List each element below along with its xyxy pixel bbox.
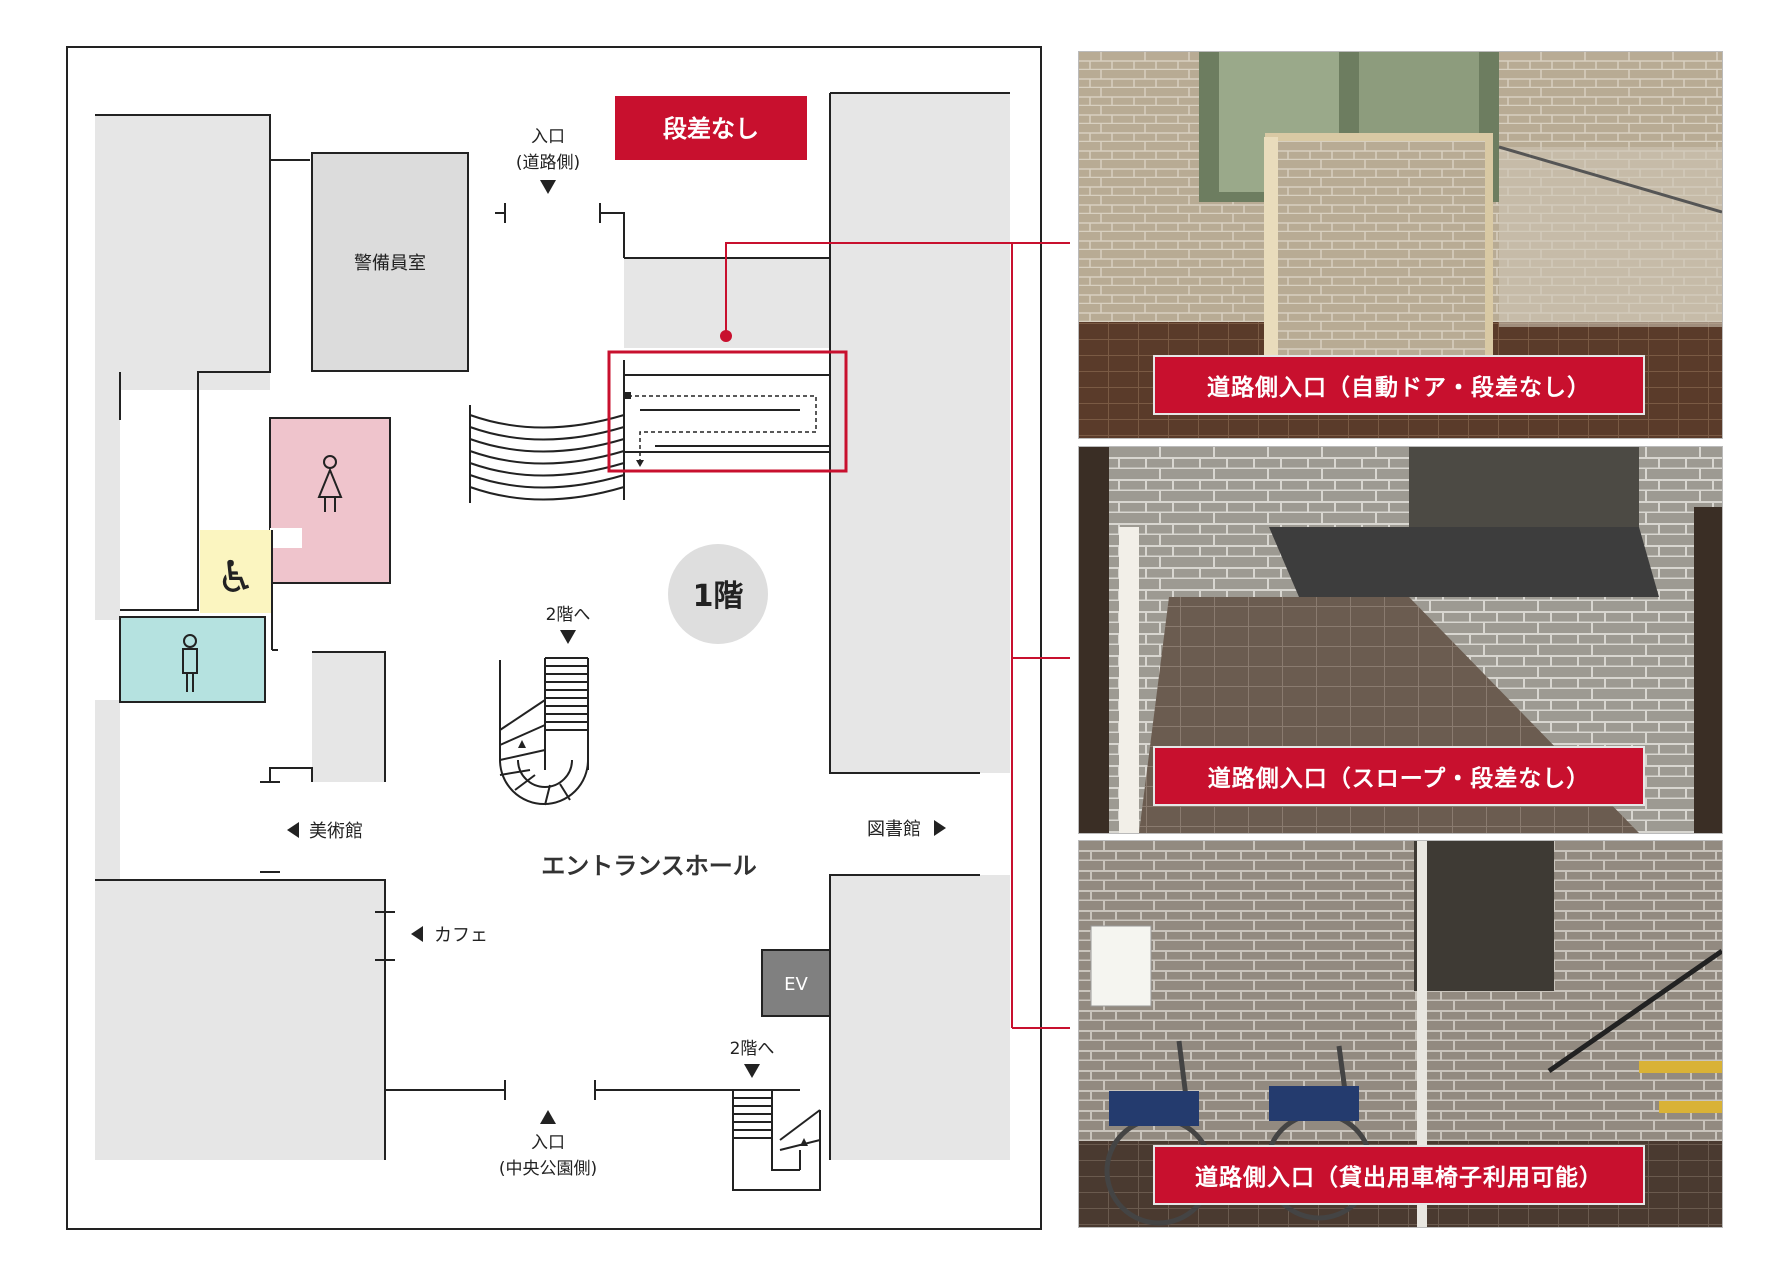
walls: [95, 92, 1010, 1160]
leader-lines: [725, 242, 1070, 1029]
surrounding-areas: [95, 93, 1010, 1160]
male-icon: [182, 634, 198, 692]
photo-1-caption: 道路側入口（自動ドア・段差なし）: [1153, 355, 1645, 415]
floor-label: 1階: [693, 579, 744, 614]
art-museum-label: 美術館: [309, 821, 363, 842]
elevator-label: EV: [784, 974, 808, 995]
floor-circle: [668, 544, 768, 644]
ramp: [624, 374, 831, 453]
entrance-steps: [469, 360, 625, 503]
area-right-lower: [830, 875, 1010, 1160]
step-free-badge-label: 段差なし: [663, 115, 759, 143]
entrance-park-label: 入口: [531, 1133, 565, 1153]
female-icon: [317, 455, 343, 512]
photo-3-caption: 道路側入口（貸出用車椅子利用可能）: [1153, 1145, 1645, 1205]
stairs-up-label-1: 2階へ: [546, 605, 591, 625]
photo-2-caption: 道路側入口（スロープ・段差なし）: [1153, 746, 1645, 806]
accessible-restroom: [200, 530, 272, 613]
area-bottom-left: [95, 880, 385, 1160]
cafe-label: カフェ: [434, 925, 488, 946]
up-arrow-icon: [518, 740, 526, 748]
up-arrow-icon: [800, 1138, 808, 1146]
step-free-badge: [615, 96, 807, 160]
down-arrow-icon: [540, 180, 556, 194]
spiral-staircase: [499, 657, 589, 806]
right-arrow-icon: [934, 820, 946, 836]
area-left-small: [312, 652, 385, 782]
womens-restroom: [269, 417, 391, 584]
area-right: [830, 93, 1010, 773]
security-room-label: 警備員室: [354, 253, 426, 274]
elevator: [761, 949, 831, 1017]
down-arrow-icon: [560, 630, 576, 644]
area-left-lower: [95, 700, 120, 880]
library-label: 図書館: [867, 819, 921, 840]
lower-staircase: [732, 1090, 821, 1191]
left-arrow-icon: [411, 926, 423, 942]
door-marks: [260, 203, 980, 1100]
stairs-up-label-2: 2階へ: [730, 1039, 775, 1059]
left-arrow-icon: [287, 822, 299, 838]
down-arrow-icon: [744, 1064, 760, 1078]
highlight-box: [607, 350, 848, 473]
area-left-top: [95, 115, 270, 390]
entrance-park-sublabel: (中央公園側): [499, 1159, 597, 1179]
area-left-mid: [95, 390, 120, 620]
entrance-road-label: 入口: [531, 127, 565, 147]
entrance-hall-label: エントランスホール: [541, 852, 757, 880]
up-arrow-icon: [540, 1110, 556, 1124]
ramp-route: [628, 395, 817, 460]
entrance-road-sublabel: (道路側): [516, 153, 580, 173]
security-room: [311, 152, 469, 372]
wheelchair-icon: ♿: [216, 552, 255, 603]
